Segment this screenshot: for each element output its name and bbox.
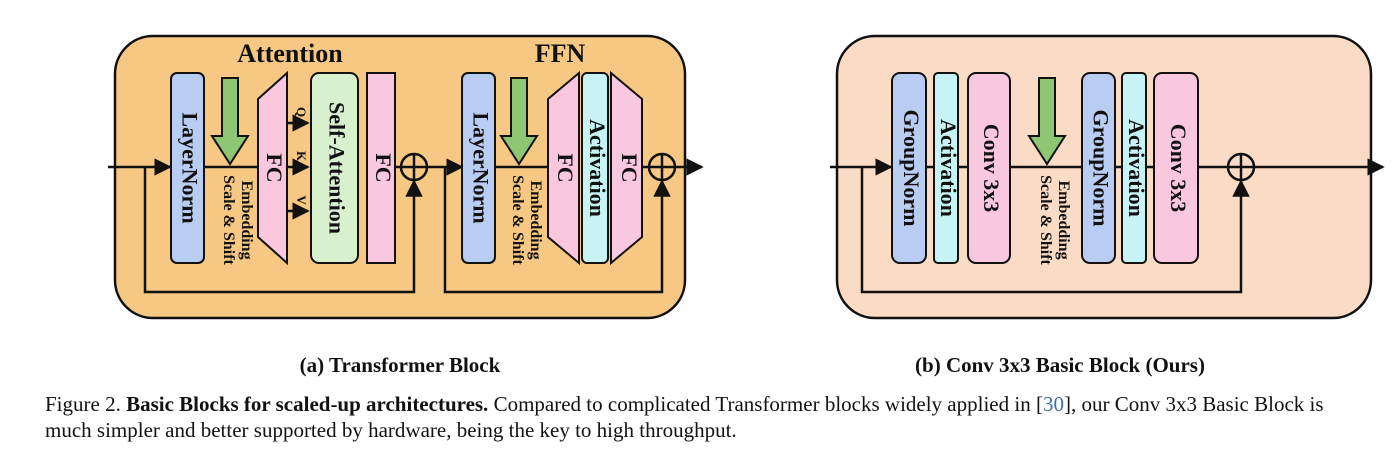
groupnorm-2-label: GroupNorm: [1088, 110, 1113, 227]
fc-1: [257, 70, 288, 266]
conv-2-label: Conv 3x3: [1166, 124, 1191, 213]
layernorm-1-label: LayerNorm: [177, 112, 202, 223]
groupnorm-2: [1081, 72, 1116, 264]
v-label: V: [294, 195, 309, 205]
fc-2-label: FC: [371, 153, 396, 182]
figure-caption-title: Basic Blocks for scaled-up architectures…: [126, 392, 489, 416]
fc-4: [610, 70, 643, 266]
fc-3-label: FC: [553, 153, 578, 182]
activation-1-label: Activation: [936, 119, 961, 217]
architecture-diagram: Attention FFN LayerNorm Embedding Scale …: [108, 34, 1385, 377]
figure-number: Figure 2.: [45, 392, 121, 416]
activation-1: [933, 72, 959, 264]
conv-residual: [860, 167, 1250, 294]
embedding-arrow-1: [210, 77, 250, 166]
conv-1-label: Conv 3x3: [979, 124, 1004, 213]
attention-title: Attention: [237, 39, 343, 68]
figure-caption-text-2: ], our Conv 3x3 Basic Block is much simp…: [45, 392, 1324, 442]
residual-ffn: [443, 167, 671, 294]
embedding-arrow-3: [1027, 77, 1067, 166]
conv-1: [967, 72, 1011, 264]
embedding-label-2: Embedding: [527, 180, 544, 259]
figure-caption: Figure 2. Basic Blocks for scaled-up arc…: [45, 391, 1375, 443]
activation-ffn-label: Activation: [585, 119, 610, 217]
fc-2: [366, 72, 396, 264]
activation-2: [1121, 72, 1147, 264]
figure-caption-text-1: Compared to complicated Transformer bloc…: [493, 392, 1043, 416]
fc-1-label: FC: [262, 153, 287, 182]
residual-attention: [143, 167, 423, 294]
scale-shift-label-3: Scale & Shift: [1037, 175, 1054, 265]
self-attention: [310, 72, 359, 264]
layernorm-2-label: LayerNorm: [468, 112, 493, 223]
q-label: Q: [294, 107, 309, 117]
ffn-title: FFN: [535, 39, 586, 68]
layernorm-1: [170, 72, 205, 264]
groupnorm-1: [891, 72, 927, 264]
conv-block-caption: (b) Conv 3x3 Basic Block (Ours): [915, 353, 1205, 377]
embedding-label-1: Embedding: [238, 180, 255, 259]
layernorm-2: [461, 72, 496, 264]
conv-basic-block: GroupNorm Activation Conv 3x3 Embedding …: [830, 34, 1385, 320]
transformer-block: Attention FFN LayerNorm Embedding Scale …: [108, 34, 704, 320]
embedding-label-3: Embedding: [1055, 180, 1072, 259]
self-attention-label: Self-Attention: [324, 102, 349, 234]
citation-link[interactable]: 30: [1042, 392, 1064, 416]
activation-ffn: [581, 72, 609, 264]
activation-2-label: Activation: [1124, 119, 1149, 217]
fc-3: [547, 70, 580, 266]
transformer-block-caption: (a) Transformer Block: [300, 353, 501, 377]
fc-4-label: FC: [617, 153, 642, 182]
k-label: K: [294, 151, 309, 162]
scale-shift-label-2: Scale & Shift: [509, 175, 526, 265]
groupnorm-1-label: GroupNorm: [899, 110, 924, 227]
embedding-arrow-2: [499, 77, 539, 166]
conv-2: [1153, 72, 1199, 264]
scale-shift-label-1: Scale & Shift: [220, 175, 237, 265]
